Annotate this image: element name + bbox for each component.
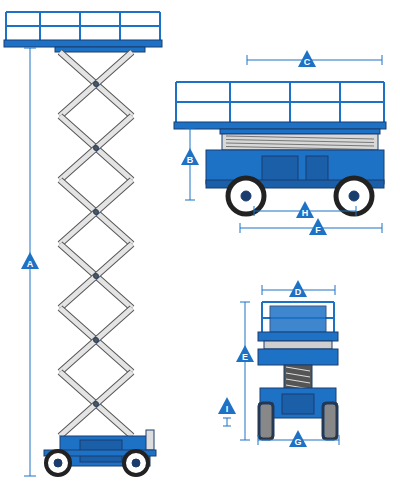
dimension-letter: B xyxy=(181,155,199,165)
dimension-marker xyxy=(21,252,39,269)
dimension-marker xyxy=(298,50,316,67)
dimension-marker xyxy=(289,430,307,447)
dimension-letter: G xyxy=(289,437,307,447)
dimension-letter: E xyxy=(236,352,254,362)
dimension-letter: H xyxy=(296,208,314,218)
dimension-marker xyxy=(236,345,254,362)
dimension-marker xyxy=(296,201,314,218)
dimension-marker xyxy=(289,280,307,297)
dimension-letter: C xyxy=(298,57,316,67)
dimension-letter: F xyxy=(309,225,327,235)
dimension-letter: A xyxy=(21,259,39,269)
dimension-marker xyxy=(309,218,327,235)
dimension-marker xyxy=(218,397,236,414)
dimension-marker xyxy=(181,148,199,165)
dimension-letter: D xyxy=(289,287,307,297)
dimension-letter: I xyxy=(218,404,236,414)
